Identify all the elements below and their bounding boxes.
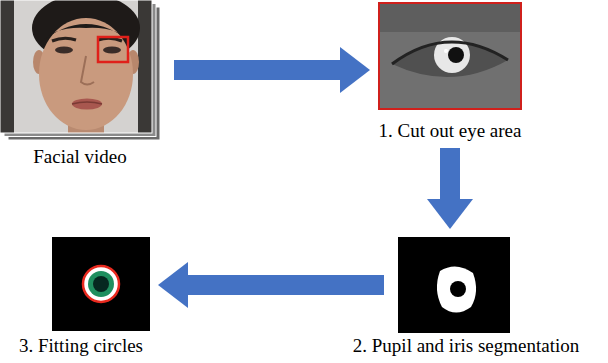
block-arrow: [174, 60, 340, 80]
face-photo: [0, 0, 152, 133]
eye-region-box: [98, 37, 128, 62]
image-panel: 1. Cut out eye area: [375, 2, 526, 142]
block-arrow: [440, 148, 460, 199]
caption: 2. Pupil and iris segmentation: [349, 335, 584, 357]
eye-crop: [378, 2, 522, 110]
image-panel: 3. Fitting circles: [15, 237, 151, 357]
image-panel: Facial video: [0, 0, 160, 168]
caption: 3. Fitting circles: [15, 335, 148, 357]
segmentation-mask: [398, 237, 510, 333]
image-frame: [0, 0, 160, 140]
image-frame: [52, 237, 150, 331]
image-panel: 2. Pupil and iris segmentation: [349, 237, 584, 357]
image-frame: [398, 237, 510, 333]
block-arrow: [188, 275, 384, 295]
fitted-circles: [52, 237, 150, 331]
video-frames: [0, 0, 160, 140]
caption: Facial video: [29, 146, 131, 168]
image-frame: [378, 2, 522, 110]
caption: 1. Cut out eye area: [375, 120, 526, 142]
